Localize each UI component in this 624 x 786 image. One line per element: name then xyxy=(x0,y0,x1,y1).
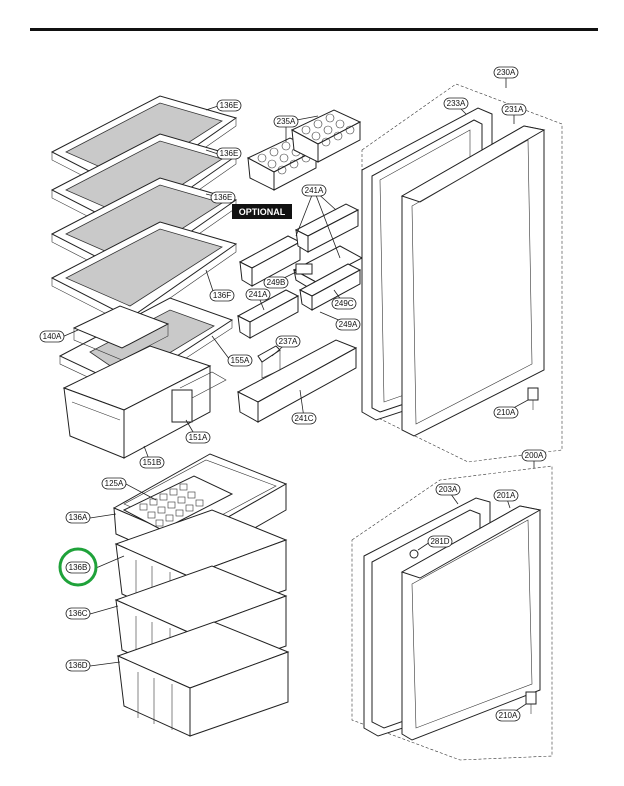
callout-200A: 200A xyxy=(521,449,547,462)
callout-210A-1: 210A xyxy=(493,406,519,419)
callout-125A: 125A xyxy=(101,477,127,490)
callout-210A-2: 210A xyxy=(495,709,521,722)
callout-151A: 151A xyxy=(185,431,211,444)
svg-text:136F: 136F xyxy=(213,291,231,300)
callout-241A-1: 241A xyxy=(301,184,327,197)
svg-text:155A: 155A xyxy=(231,356,250,365)
crisper-drawer xyxy=(62,345,227,459)
svg-text:210A: 210A xyxy=(497,408,516,417)
callout-136B: 136B xyxy=(65,561,91,574)
svg-text:249C: 249C xyxy=(334,299,353,308)
callout-249B: 249B xyxy=(263,276,289,289)
ice-tray xyxy=(122,475,234,531)
callout-249C: 249C xyxy=(331,297,357,310)
svg-text:140A: 140A xyxy=(43,332,62,341)
callout-136D: 136D xyxy=(65,659,91,672)
freezer-door-group xyxy=(351,465,553,761)
svg-text:136D: 136D xyxy=(68,661,87,670)
svg-text:200A: 200A xyxy=(525,451,544,460)
svg-text:241A: 241A xyxy=(249,290,268,299)
svg-text:151A: 151A xyxy=(189,433,208,442)
svg-text:231A: 231A xyxy=(505,105,524,114)
svg-text:136B: 136B xyxy=(69,563,88,572)
callout-235A: 235A xyxy=(273,115,299,128)
callout-136E-1: 136E xyxy=(216,99,242,112)
callout-136C: 136C xyxy=(65,607,91,620)
svg-text:237A: 237A xyxy=(279,337,298,346)
svg-text:210A: 210A xyxy=(499,711,518,720)
optional-banner xyxy=(232,204,292,219)
svg-text:230A: 230A xyxy=(497,68,516,77)
svg-text:136E: 136E xyxy=(220,149,239,158)
door-bin-large xyxy=(236,339,358,423)
callout-155A: 155A xyxy=(227,354,253,367)
callout-136F: 136F xyxy=(209,289,235,302)
svg-text:136E: 136E xyxy=(214,193,233,202)
svg-text:241C: 241C xyxy=(294,414,313,423)
callout-136E-2: 136E xyxy=(216,147,242,160)
callout-281D: 281D xyxy=(427,535,453,548)
callout-230A: 230A xyxy=(493,66,519,79)
svg-text:151B: 151B xyxy=(143,458,162,467)
callout-136E-3: 136E xyxy=(210,191,236,204)
callout-140A: 140A xyxy=(39,330,65,343)
header-rule xyxy=(30,28,598,31)
svg-text:241A: 241A xyxy=(305,186,324,195)
door-bin-small-4 xyxy=(298,263,362,311)
callout-241A-2: 241A xyxy=(245,288,271,301)
svg-text:136C: 136C xyxy=(68,609,87,618)
svg-text:203A: 203A xyxy=(439,485,458,494)
svg-text:281D: 281D xyxy=(430,537,449,546)
callout-231A: 231A xyxy=(501,103,527,116)
svg-text:136A: 136A xyxy=(69,513,88,522)
callout-233A: 233A xyxy=(443,97,469,110)
svg-text:201A: 201A xyxy=(497,491,516,500)
optional-banner-text: OPTIONAL xyxy=(239,207,286,217)
callout-201A: 201A xyxy=(493,489,519,502)
callout-241C: 241C xyxy=(291,412,317,425)
freezer-drawer-4 xyxy=(116,621,290,737)
callout-151B: 151B xyxy=(139,456,165,469)
door-bin-small-2 xyxy=(294,203,360,253)
glass-shelf-4 xyxy=(50,221,238,327)
svg-text:249A: 249A xyxy=(339,320,358,329)
svg-text:249B: 249B xyxy=(267,278,286,287)
svg-text:233A: 233A xyxy=(447,99,466,108)
svg-text:235A: 235A xyxy=(277,117,296,126)
svg-text:125A: 125A xyxy=(105,479,124,488)
callout-249A: 249A xyxy=(335,318,361,331)
highlight-circle-136B xyxy=(58,547,98,587)
door-bin-small-3 xyxy=(236,289,300,339)
callout-237A: 237A xyxy=(275,335,301,348)
fridge-door-group xyxy=(361,83,563,463)
callout-136A: 136A xyxy=(65,511,91,524)
egg-tray-2 xyxy=(290,109,362,163)
svg-text:136E: 136E xyxy=(220,101,239,110)
callout-203A: 203A xyxy=(435,483,461,496)
